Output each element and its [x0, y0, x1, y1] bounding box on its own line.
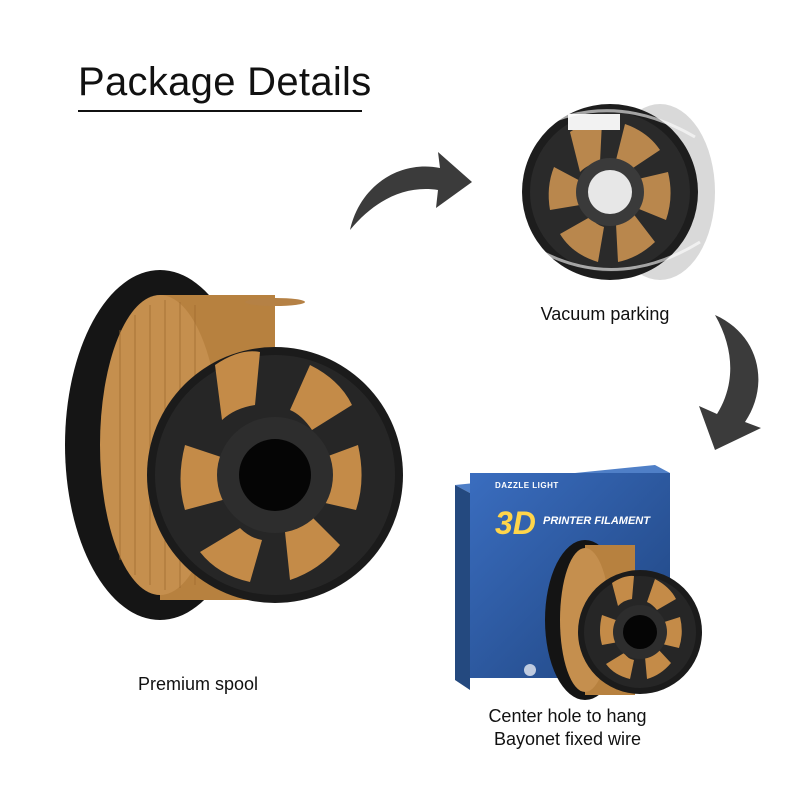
premium-spool-caption: Premium spool: [137, 674, 259, 694]
title-underline: [78, 110, 362, 112]
box-spool-image: [545, 540, 702, 700]
page-title: Package Details: [78, 60, 372, 104]
vacuum-spool-image: [522, 104, 715, 280]
box-brand: DAZZLE LIGHT: [495, 481, 559, 490]
box-caption-line1: Center hole to hang: [488, 706, 647, 726]
curved-arrow-icon: [699, 315, 761, 450]
box-caption-line2: Bayonet fixed wire: [493, 729, 642, 749]
box-product-sub: PRINTER FILAMENT: [543, 515, 650, 527]
box-caption: Center hole to hang Bayonet fixed wire: [445, 705, 690, 751]
curved-arrow-icon: [350, 152, 472, 230]
box-product: 3D: [495, 505, 536, 541]
vacuum-caption: Vacuum parking: [540, 304, 670, 324]
premium-spool-image: [65, 270, 403, 620]
